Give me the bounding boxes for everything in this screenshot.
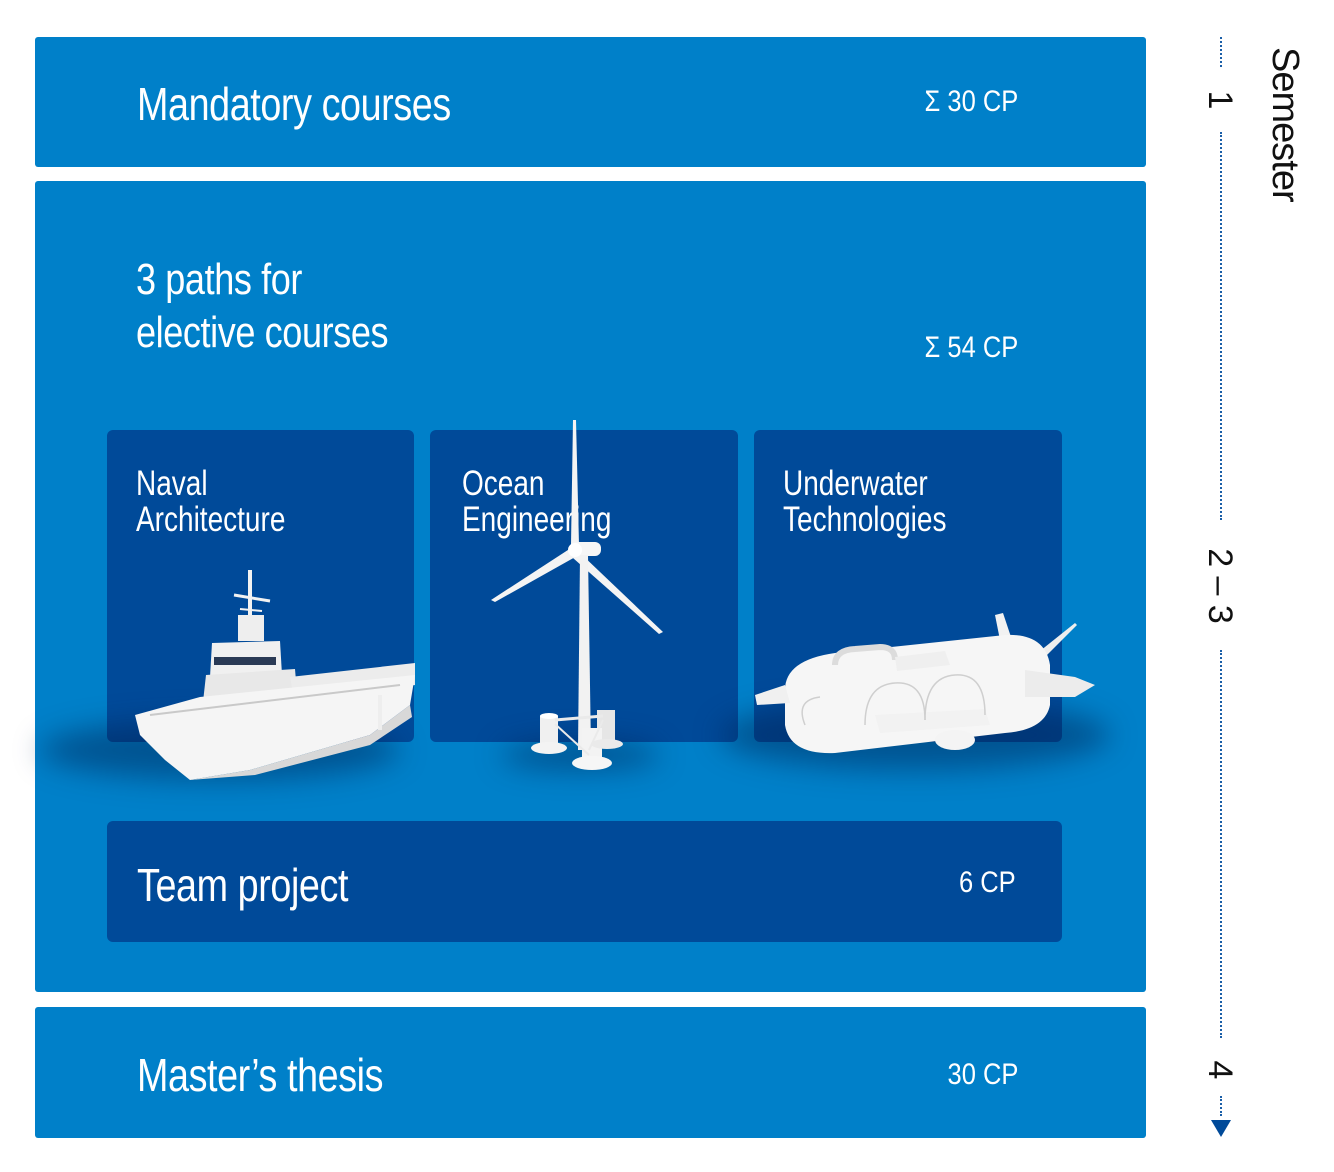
team-project-cp: 6 CP (959, 866, 1016, 899)
mandatory-courses-box: Mandatory courses Σ 30 CP (35, 37, 1146, 167)
masters-thesis-box: Master’s thesis 30 CP (35, 1007, 1146, 1138)
arrow-down-icon (1211, 1120, 1231, 1137)
path-title-line2: Architecture (136, 500, 286, 539)
timeline-dots-bottom (1220, 1096, 1222, 1116)
path-title-line1: Underwater (783, 464, 928, 503)
team-project-title: Team project (137, 859, 349, 911)
path-title-line2: Technologies (783, 500, 947, 539)
semester-marker-2-3: 2 – 3 (1201, 548, 1239, 624)
mandatory-courses-cp: Σ 30 CP (924, 85, 1018, 118)
semester-label: Semester (1264, 47, 1306, 202)
semester-marker-1: 1 (1201, 90, 1239, 110)
timeline-dots-2 (1220, 650, 1222, 1038)
path-title-line1: Naval (136, 464, 208, 503)
wind-turbine-icon (491, 420, 663, 770)
masters-thesis-title: Master’s thesis (137, 1049, 384, 1101)
path-title-line2: Engineering (462, 500, 612, 539)
masters-thesis-cp: 30 CP (947, 1058, 1018, 1091)
elective-title-line2: elective courses (136, 308, 389, 357)
timeline-dots-top (1220, 37, 1222, 67)
mandatory-courses-title: Mandatory courses (137, 78, 451, 130)
ship-icon (135, 570, 415, 780)
path-title-line1: Ocean (462, 464, 545, 503)
semester-marker-4: 4 (1201, 1060, 1239, 1080)
team-project-box: Team project 6 CP (107, 821, 1062, 942)
underwater-vehicle-icon (755, 613, 1095, 754)
elective-cp: Σ 54 CP (924, 331, 1018, 364)
elective-title-line1: 3 paths for (136, 255, 302, 304)
timeline-dots-1 (1220, 132, 1222, 520)
